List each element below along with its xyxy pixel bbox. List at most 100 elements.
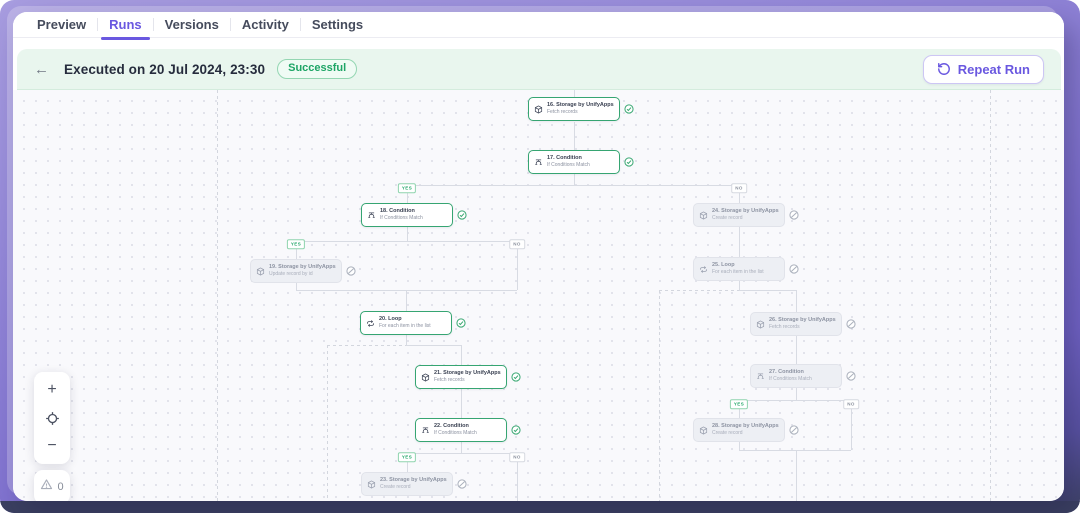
zoom-out-button[interactable]: − <box>47 437 57 454</box>
connector-line <box>296 241 297 259</box>
skipped-icon <box>846 319 856 329</box>
tab-preview[interactable]: Preview <box>37 17 87 32</box>
connector-line <box>739 290 796 291</box>
node-subtitle: Fetch records <box>434 377 465 384</box>
node-subtitle: Fetch records <box>547 109 578 116</box>
success-check-icon <box>511 372 521 382</box>
tab-divider <box>152 18 154 31</box>
connector-line <box>739 281 740 290</box>
connector-line <box>796 336 797 364</box>
tab-divider <box>299 18 301 31</box>
skipped-icon <box>457 479 467 489</box>
success-check-icon <box>511 425 521 435</box>
connector-line <box>739 185 740 203</box>
repeat-run-button[interactable]: Repeat Run <box>922 54 1044 84</box>
connector-line <box>407 227 408 241</box>
success-check-icon <box>624 104 634 114</box>
storage-icon <box>421 373 430 382</box>
node-subtitle: If Conditions Match <box>380 215 423 222</box>
tab-runs[interactable]: Runs <box>98 12 153 40</box>
fit-view-button[interactable] <box>42 408 62 428</box>
node-title: 16. Storage by UnifyApps <box>547 101 614 108</box>
branch-label-no: NO <box>843 399 859 409</box>
node-subtitle: Fetch records <box>769 324 800 331</box>
zoom-toolbar: + − <box>34 372 70 464</box>
connector-line <box>296 283 297 290</box>
status-badge: Successful <box>277 59 358 79</box>
node-subtitle: For each item in the list <box>712 269 764 276</box>
connector-line <box>851 400 852 450</box>
connector-line <box>739 227 740 257</box>
node-title: 25. Loop <box>712 261 735 268</box>
warning-count: 0 <box>57 481 64 493</box>
connector-line <box>217 90 218 501</box>
tab-settings[interactable]: Settings <box>311 17 364 32</box>
connector-line <box>739 400 851 401</box>
connector-line <box>659 290 739 291</box>
branch-label-yes: YES <box>397 183 417 193</box>
node-subtitle: If Conditions Match <box>769 376 812 383</box>
node-subtitle: For each item in the list <box>379 323 431 330</box>
main-card: Preview Runs Versions Activity Settings … <box>13 12 1064 501</box>
connector-line <box>796 290 797 312</box>
node-title: 28. Storage by UnifyApps <box>712 422 779 429</box>
zoom-in-button[interactable]: + <box>47 381 57 398</box>
condition-icon <box>756 372 765 381</box>
crosshair-icon <box>45 411 59 425</box>
connector-line <box>407 453 408 472</box>
tab-bar: Preview Runs Versions Activity Settings <box>13 12 1064 40</box>
connector-line <box>739 450 851 451</box>
connector-line <box>517 241 518 290</box>
node-title: 23. Storage by UnifyApps <box>380 476 447 483</box>
repeat-run-label: Repeat Run <box>957 61 1030 77</box>
connector-line <box>990 90 991 501</box>
node-title: 20. Loop <box>379 315 402 322</box>
branch-label-yes: YES <box>729 399 749 409</box>
storage-icon <box>256 267 265 276</box>
skipped-icon <box>789 210 799 220</box>
connector-line <box>407 185 739 186</box>
branch-label-yes: YES <box>286 239 306 249</box>
skipped-icon <box>346 266 356 276</box>
node-title: 18. Condition <box>380 207 415 214</box>
skipped-icon <box>789 264 799 274</box>
run-header: ← Executed on 20 Jul 2024, 23:30 Success… <box>17 49 1061 90</box>
node-title: 21. Storage by UnifyApps <box>434 369 501 376</box>
node-subtitle: If Conditions Match <box>434 430 477 437</box>
success-check-icon <box>457 210 467 220</box>
tab-versions[interactable]: Versions <box>164 17 219 32</box>
connector-line <box>406 345 461 346</box>
node-title: 19. Storage by UnifyApps <box>269 263 336 270</box>
storage-icon <box>534 105 543 114</box>
back-arrow-icon[interactable]: ← <box>34 60 49 78</box>
node-title: 26. Storage by UnifyApps <box>769 316 836 323</box>
tab-activity[interactable]: Activity <box>241 17 289 32</box>
repeat-icon <box>937 62 951 76</box>
condition-icon <box>421 426 430 435</box>
connector-line <box>406 290 407 311</box>
warnings-panel[interactable]: 0 <box>34 470 70 501</box>
